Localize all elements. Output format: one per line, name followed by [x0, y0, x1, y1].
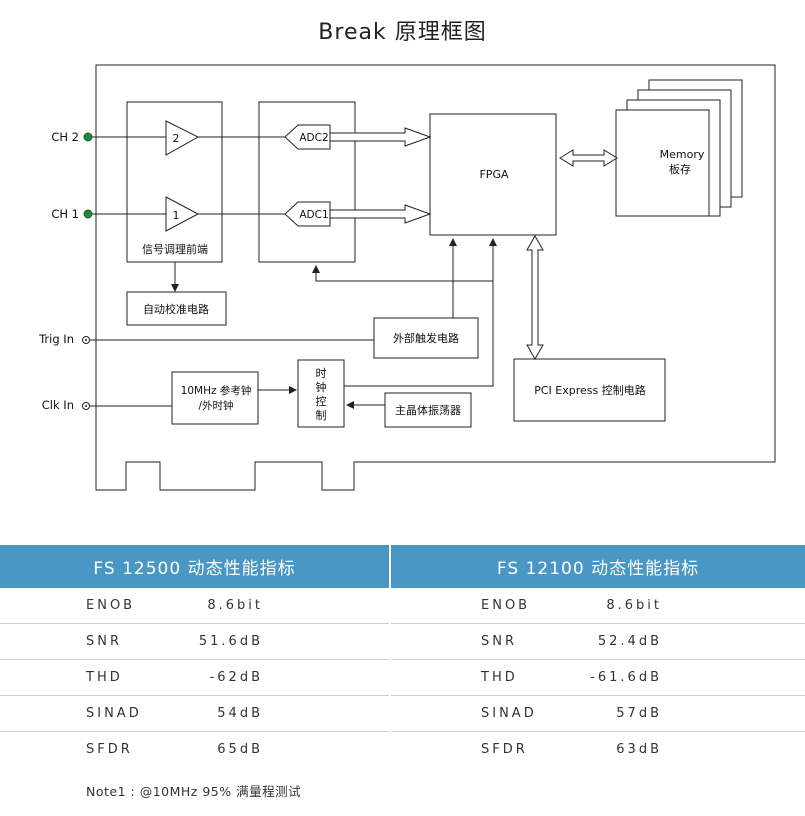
clock-ctrl-char-3: 控: [316, 394, 327, 408]
fpga-pci-bus-arrow: [526, 234, 544, 361]
amplifier-1-label: 1: [173, 209, 180, 222]
table-row: SINAD 54dB: [0, 696, 389, 732]
table-row: SNR 51.6dB: [0, 624, 389, 660]
ref-clock-box: [171, 371, 259, 425]
spec-name: ENOB: [86, 598, 136, 613]
clock-ctrl-char-4: 制: [316, 409, 327, 422]
fs12500-spec-table: FS 12500 动态性能指标 ENOB 8.6bit SNR 51.6dB T…: [0, 545, 389, 788]
ch2-label: CH 2: [51, 130, 79, 144]
fpga-to-adc-feedback-line: [312, 265, 493, 282]
table-row: ENOB 8.6bit: [0, 588, 389, 624]
pci-box: [513, 358, 666, 422]
ext-trigger-label: 外部触发电路: [393, 331, 459, 345]
auto-cal-box: [126, 291, 227, 326]
spec-value: -62dB: [209, 670, 263, 685]
frontend-block: [126, 101, 223, 263]
table-row: THD -61.6dB: [391, 660, 805, 696]
fs12500-table-header: FS 12500 动态性能指标: [0, 545, 389, 588]
amplifier-1-triangle: [165, 196, 200, 232]
adc1-label: ADC1: [299, 209, 328, 221]
spec-name: SNR: [86, 634, 123, 649]
spec-value: 57dB: [616, 706, 662, 721]
spec-value: 52.4dB: [597, 634, 662, 649]
spec-name: SFDR: [481, 742, 528, 757]
ref-clock-label-line1: 10MHz 参考钟: [181, 384, 252, 397]
block-diagram: CH 2 CH 1 Trig In Clk In 2 1 信号调理前端 ADC2…: [38, 64, 776, 491]
memory-label-line2: 板存: [669, 162, 691, 176]
spec-value: 63dB: [616, 742, 662, 757]
spec-value: 54dB: [217, 706, 263, 721]
fpga-memory-bus-arrow: [559, 149, 618, 167]
spec-value: 8.6bit: [606, 598, 662, 613]
board-outline: [95, 64, 776, 491]
auto-cal-label: 自动校准电路: [143, 302, 209, 316]
spec-name: THD: [86, 670, 123, 685]
spec-value: 51.6dB: [198, 634, 263, 649]
spec-name: THD: [481, 670, 518, 685]
adc2-to-fpga-arrow: [329, 127, 432, 147]
ch1-label: CH 1: [51, 207, 79, 221]
page-title: Break 原理框图: [318, 20, 487, 45]
adc2-label: ADC2: [299, 132, 328, 144]
amplifier-2-label: 2: [173, 132, 180, 145]
trig-in-label: Trig In: [38, 332, 74, 346]
fpga-block: [429, 113, 557, 236]
test-note: Note1 : @10MHz 95% 满量程测试: [86, 784, 302, 799]
spec-name: SNR: [481, 634, 518, 649]
ref-clock-label-line2: /外时钟: [198, 399, 233, 412]
adc-block: [258, 101, 356, 263]
crystal-box: [384, 392, 472, 428]
clock-ctrl-to-fpga-arrow: [344, 238, 497, 387]
pci-label: PCI Express 控制电路: [534, 383, 646, 397]
memory-label-line1: Memory: [660, 148, 705, 161]
adc1-to-fpga-arrow: [329, 204, 432, 224]
table-row: SFDR 63dB: [391, 732, 805, 767]
memory-block: [615, 109, 710, 217]
clock-ctrl-char-1: 时: [316, 367, 327, 380]
ch1-input-dot: [83, 209, 93, 219]
fs12100-table-header: FS 12100 动态性能指标: [391, 545, 805, 588]
fpga-label: FPGA: [479, 168, 508, 181]
table-divider: [389, 545, 391, 788]
table-row: SFDR 65dB: [0, 732, 389, 767]
spec-name: ENOB: [481, 598, 531, 613]
spec-name: SINAD: [481, 706, 537, 721]
table-row: ENOB 8.6bit: [391, 588, 805, 624]
table-row: SINAD 57dB: [391, 696, 805, 732]
spec-name: SINAD: [86, 706, 142, 721]
table-row: THD -62dB: [0, 660, 389, 696]
ext-trigger-box: [373, 317, 479, 359]
clock-ctrl-char-2: 钟: [316, 380, 327, 394]
amplifier-2-triangle: [165, 120, 200, 156]
spec-value: -61.6dB: [590, 670, 662, 685]
clock-ctrl-box: [297, 359, 345, 428]
crystal-label: 主晶体振荡器: [395, 403, 461, 417]
frontend-label: 信号调理前端: [142, 242, 208, 256]
ch2-input-dot: [83, 132, 93, 142]
fs12100-spec-table: FS 12100 动态性能指标 ENOB 8.6bit SNR 52.4dB T…: [391, 545, 805, 788]
spec-value: 65dB: [217, 742, 263, 757]
spec-name: SFDR: [86, 742, 133, 757]
spec-value: 8.6bit: [207, 598, 263, 613]
table-row: SNR 52.4dB: [391, 624, 805, 660]
clk-in-label: Clk In: [42, 398, 74, 412]
